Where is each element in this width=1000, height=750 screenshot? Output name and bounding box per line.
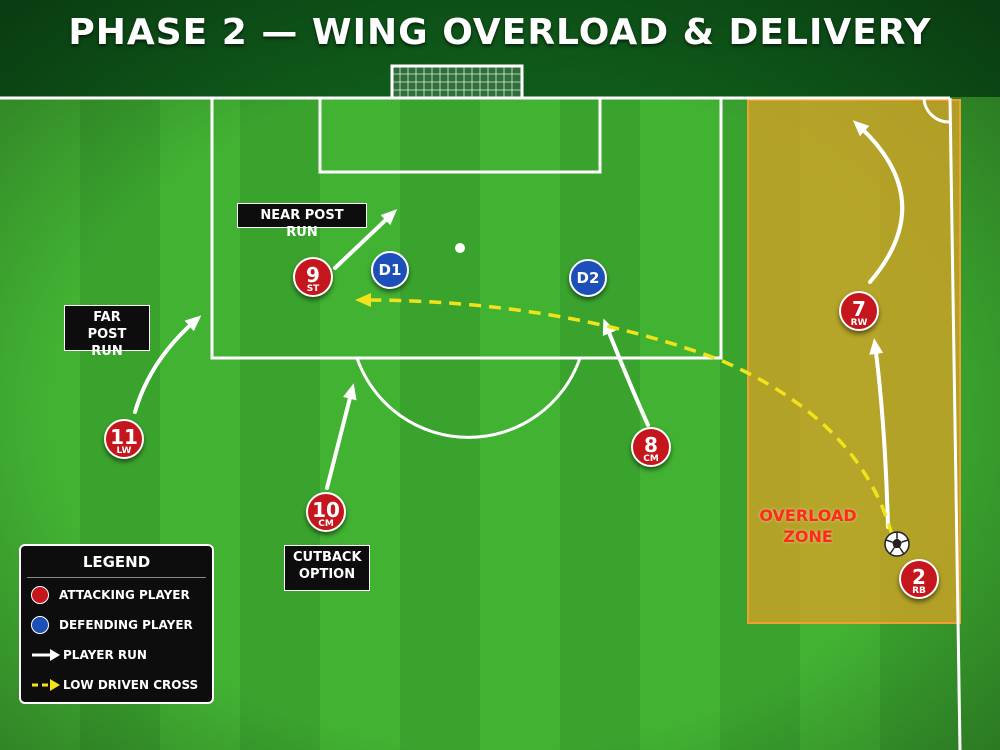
penalty-spot — [455, 243, 465, 253]
defender-dot-icon — [31, 616, 49, 634]
attacker-dot-icon — [31, 586, 49, 604]
legend-label: DEFENDING PLAYER — [59, 618, 193, 632]
run-arrow-lw — [133, 315, 202, 414]
legend-title: LEGEND — [27, 546, 206, 578]
attacker-st-9[interactable]: 9 ST — [293, 257, 333, 297]
player-number: 10 — [312, 498, 340, 522]
cutback-option-label: CUTBACK OPTION — [284, 545, 370, 591]
player-position: ST — [306, 284, 320, 294]
diagram-title: PHASE 2 — WING OVERLOAD & DELIVERY — [68, 12, 932, 53]
legend-item-attacker: ATTACKING PLAYER — [31, 584, 190, 606]
cross-path — [355, 293, 894, 536]
player-number: 7 — [852, 297, 866, 321]
attacker-cm-10[interactable]: 10 CM — [306, 492, 346, 532]
attacker-rb-2[interactable]: 2 RB — [899, 559, 939, 599]
overload-zone-line-2: ZONE — [783, 527, 833, 546]
legend-label: PLAYER RUN — [63, 648, 147, 662]
run-arrow-st — [333, 209, 398, 270]
legend: LEGEND ATTACKING PLAYER DEFENDING PLAYER… — [19, 544, 214, 704]
player-number: 8 — [644, 433, 658, 457]
far-post-run-line-2: RUN — [91, 344, 123, 359]
run-arrow-rb — [869, 338, 890, 529]
overload-zone — [747, 99, 961, 624]
pitch-markings — [0, 96, 962, 750]
attacker-rw-7[interactable]: 7 RW — [839, 291, 879, 331]
cutback-line-2: OPTION — [298, 567, 356, 582]
player-number: 9 — [306, 263, 320, 287]
legend-label: LOW DRIVEN CROSS — [63, 678, 199, 692]
legend-item-defender: DEFENDING PLAYER — [31, 614, 193, 636]
defender-d2[interactable]: D2 — [569, 259, 607, 297]
player-number: 11 — [110, 425, 138, 449]
defender-d1[interactable]: D1 — [371, 251, 409, 289]
overload-zone-label: OVERLOAD ZONE — [748, 505, 868, 547]
legend-item-cross: LOW DRIVEN CROSS — [31, 674, 198, 696]
cutback-line-1: CUTBACK — [293, 550, 362, 565]
player-position: LW — [116, 446, 132, 456]
solid-arrow-icon — [32, 649, 60, 661]
run-arrow-rw — [852, 120, 905, 284]
soccer-ball-icon — [884, 531, 910, 557]
overload-zone-line-1: OVERLOAD — [759, 506, 857, 525]
far-post-run-line-1: FAR POST — [87, 310, 127, 342]
player-position: CM — [318, 519, 334, 529]
run-arrow-cm10 — [325, 383, 357, 490]
player-position: RW — [850, 318, 868, 328]
legend-label: ATTACKING PLAYER — [59, 588, 190, 602]
player-runs — [133, 120, 905, 529]
attacker-cm-8[interactable]: 8 CM — [631, 427, 671, 467]
near-post-run-text: NEAR POST RUN — [260, 208, 344, 240]
player-number: 2 — [912, 565, 926, 589]
defender-label: D1 — [378, 261, 402, 279]
attacker-lw-11[interactable]: 11 LW — [104, 419, 144, 459]
legend-item-run: PLAYER RUN — [31, 644, 147, 666]
run-arrow-cm8 — [602, 318, 650, 427]
far-post-run-label: FAR POST RUN — [64, 305, 150, 359]
dashed-arrow-icon — [32, 679, 60, 691]
near-post-run-label: NEAR POST RUN — [237, 203, 367, 240]
player-position: CM — [643, 454, 659, 464]
player-position: RB — [912, 586, 926, 596]
goal — [390, 64, 524, 100]
defender-label: D2 — [576, 269, 600, 287]
